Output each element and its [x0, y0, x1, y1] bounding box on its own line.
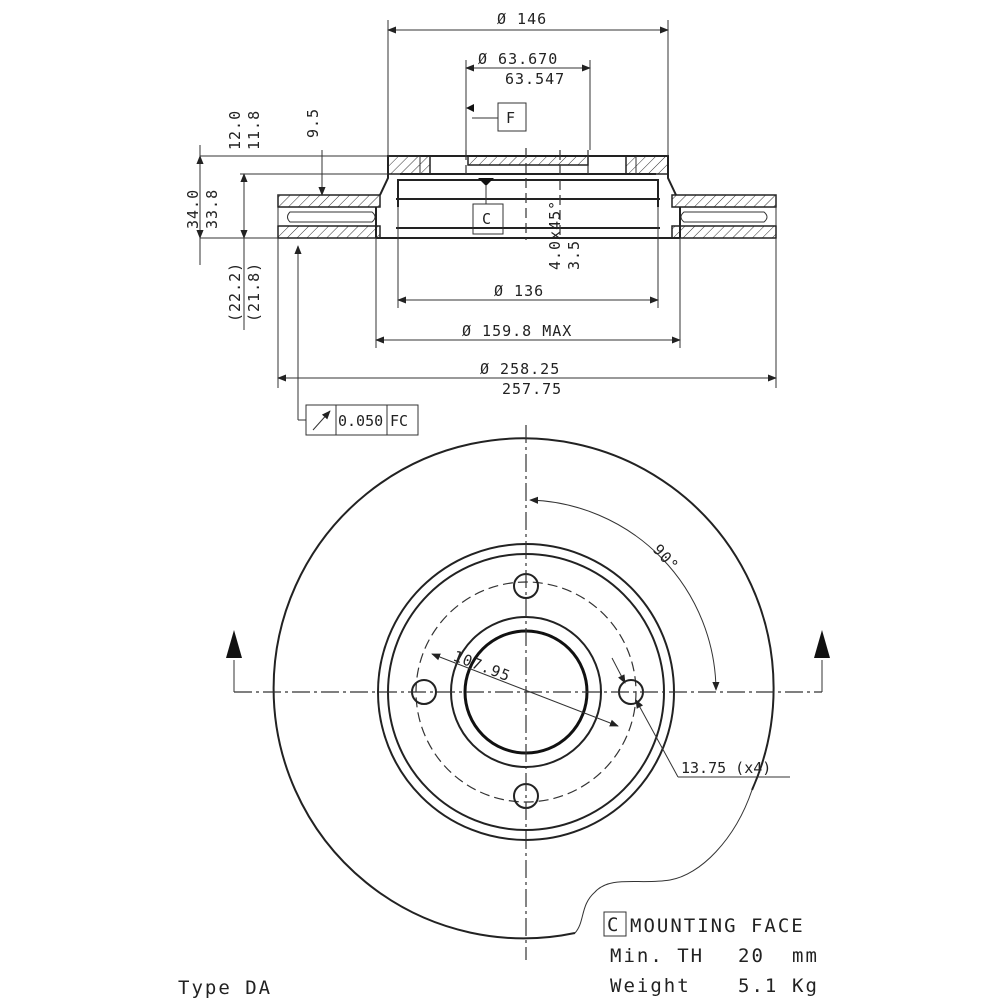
dim-d159: Ø 159.8 MAX — [462, 322, 572, 340]
hat-top-right — [625, 155, 669, 175]
tolerance-value: 0.050 — [338, 412, 383, 430]
dim-h34: 34.0 — [184, 189, 202, 229]
right-inner-plate — [671, 225, 777, 239]
dim-chamfer2: 3.5 — [565, 240, 583, 270]
dim-d146: Ø 146 — [497, 10, 547, 28]
min-th-unit: mm — [792, 945, 819, 967]
min-th-label: Min. TH — [610, 945, 704, 967]
dim-chamfer: 4.0x45° — [546, 200, 564, 270]
datum-c-triangle — [478, 178, 494, 186]
weight-label: Weight — [610, 975, 691, 997]
mounting-face-label: MOUNTING FACE — [630, 915, 805, 937]
dim-angle: 90° — [649, 541, 683, 575]
type-label: Type DA — [178, 977, 272, 999]
dim-h22-2: (22.2) — [226, 262, 244, 322]
hat-center — [467, 155, 589, 166]
dim-hole: 13.75 (x4) — [681, 759, 771, 777]
section-view: Ø 146 Ø 63.670 63.547 F C 34.0 33.8 12.0… — [184, 10, 777, 436]
tolerance-ref: FC — [390, 412, 408, 430]
dim-pcd: 107.95 — [451, 647, 514, 685]
dim-h9-5: 9.5 — [304, 108, 322, 138]
min-th-value: 20 — [738, 945, 765, 967]
dim-d63-upper: Ø 63.670 — [478, 50, 558, 68]
dim-h11-8: 11.8 — [245, 110, 263, 150]
dim-d258-lower: 257.75 — [502, 380, 562, 398]
front-view: 90° 107.95 13.75 (x4) — [226, 425, 830, 960]
mounting-face-box-label: C — [607, 914, 620, 936]
runout-arrow-icon — [312, 410, 331, 431]
left-outer-plate — [277, 194, 381, 208]
dim-h33-8: 33.8 — [203, 189, 221, 229]
weight-unit: Kg — [792, 975, 819, 997]
weight-value: 5.1 — [738, 975, 778, 997]
left-inner-plate — [277, 225, 381, 239]
mounting-face-box — [603, 911, 627, 937]
outer-disc-circle — [272, 437, 775, 940]
dim-d136: Ø 136 — [494, 282, 544, 300]
right-outer-plate — [671, 194, 777, 208]
dim-d258-upper: Ø 258.25 — [480, 360, 560, 378]
dim-d63-lower: 63.547 — [505, 70, 565, 88]
dim-h12: 12.0 — [226, 110, 244, 150]
dim-h21-8: (21.8) — [245, 262, 263, 322]
section-arrow-icon — [814, 630, 830, 658]
section-arrow-icon — [226, 630, 242, 658]
datum-f-label: F — [506, 109, 516, 127]
hat-top-left — [387, 155, 431, 175]
notes-block: C MOUNTING FACE Min. TH 20 mm Weight 5.1… — [178, 911, 819, 999]
datum-f-triangle — [466, 104, 474, 112]
datum-c-label: C — [482, 210, 492, 228]
